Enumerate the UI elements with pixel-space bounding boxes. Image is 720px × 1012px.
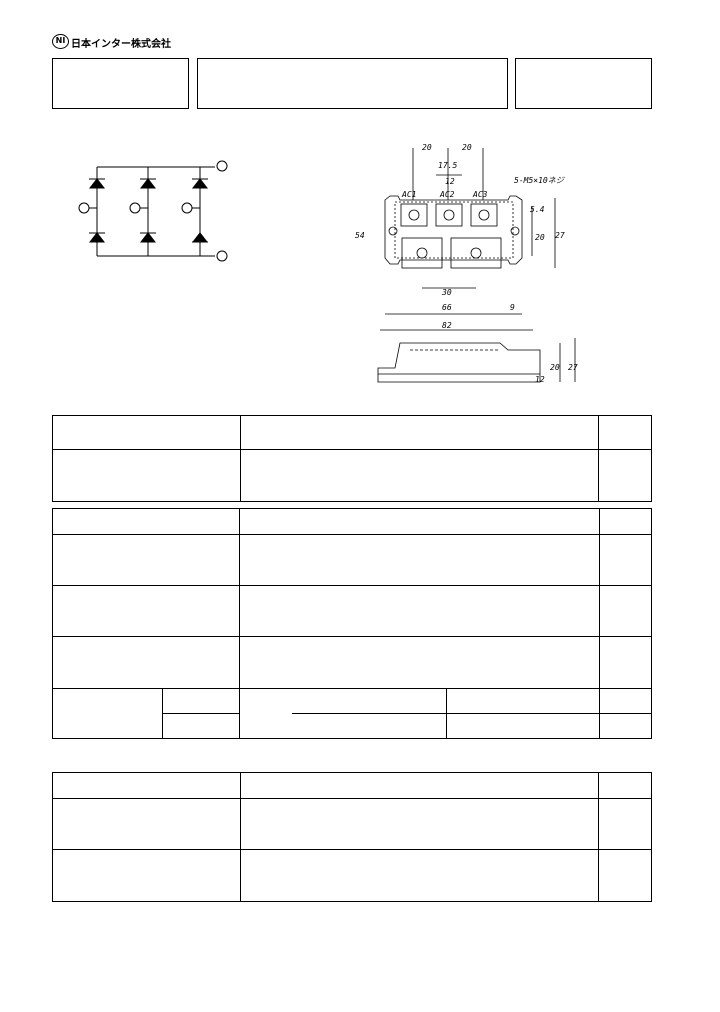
thermal-row-1-value [239, 798, 600, 850]
positive-terminal-icon [216, 160, 228, 172]
dim-66: 66 [442, 303, 452, 312]
ratings-table [52, 415, 652, 502]
dim-27: 27 [555, 231, 565, 240]
ratings-header-item [52, 415, 241, 450]
ac-terminal-3-icon [181, 202, 193, 214]
circuit-diagram [78, 160, 228, 262]
dim-20-right: 20 [462, 143, 472, 152]
char-row-4a-sub [162, 688, 241, 714]
company-name: 日本インター株式会社 [71, 39, 171, 50]
thermal-row-2-value [239, 849, 600, 902]
char-row-1-unit [598, 534, 653, 586]
dim-12-base: 12 [535, 375, 545, 384]
char-row-4b-sub [162, 713, 241, 739]
char-row-2-unit [598, 585, 653, 637]
ratings-row-value [239, 449, 600, 502]
part-number-box [52, 58, 189, 109]
char-header-item [51, 508, 241, 535]
dim-9: 9 [510, 303, 515, 312]
thermal-header-conditions [239, 772, 600, 799]
char-row-4-divider [292, 713, 447, 714]
char-row-1-item [51, 534, 241, 586]
char-row-3-item [51, 636, 241, 689]
dim-20-height: 20 [550, 363, 560, 372]
char-row-1-value [239, 534, 600, 586]
dim-27-height: 27 [568, 363, 578, 372]
dim-5-4: 5.4 [530, 205, 545, 214]
characteristics-table [51, 508, 653, 739]
ratings-header-unit [598, 415, 652, 450]
char-row-4b-unit [598, 713, 653, 739]
ratings-row-item [52, 449, 241, 502]
char-row-2-value [239, 585, 600, 637]
thermal-header-item [52, 772, 241, 799]
dim-54: 54 [355, 231, 365, 240]
char-row-2-item [51, 585, 241, 637]
thermal-row-2-item [52, 849, 241, 902]
dim-12: 12 [445, 177, 455, 186]
thermal-header-unit [598, 772, 652, 799]
ratings-row-unit [598, 449, 652, 502]
dim-17-5: 17.5 [438, 161, 457, 170]
label-ac3: AC3 [472, 190, 488, 199]
thermal-row-1-item [52, 798, 241, 850]
ac-terminal-2-icon [129, 202, 141, 214]
thermal-row-1-unit [598, 798, 652, 850]
label-screw-spec: 5-M5×10ネジ [514, 176, 565, 185]
negative-terminal-icon [216, 250, 228, 262]
char-row-4-conditions [239, 688, 448, 739]
company-logo-icon: NI [52, 34, 69, 49]
char-row-4-item [51, 688, 164, 739]
char-header-conditions [239, 508, 600, 535]
thermal-row-2-unit [598, 849, 652, 902]
char-row-4b-value [446, 713, 600, 739]
description-box [197, 58, 508, 109]
rating-box [515, 58, 652, 109]
char-header-unit [598, 508, 653, 535]
char-row-3-unit [598, 636, 653, 689]
package-outline-drawing: 20 20 17.5 12 AC1 AC2 AC3 5-M5×10ネジ 5.4 … [355, 143, 578, 384]
ac-terminal-1-icon [78, 202, 90, 214]
char-row-4a-value [446, 688, 600, 714]
dim-20-side: 20 [535, 233, 545, 242]
char-row-3-value [239, 636, 600, 689]
label-ac1: AC1 [401, 190, 416, 199]
dim-82: 82 [442, 321, 452, 330]
dim-20-left: 20 [422, 143, 432, 152]
thermal-table [52, 772, 652, 902]
dim-30: 30 [441, 288, 452, 297]
char-row-4a-unit [598, 688, 653, 714]
ratings-header-conditions [239, 415, 600, 450]
label-ac2: AC2 [439, 190, 455, 199]
